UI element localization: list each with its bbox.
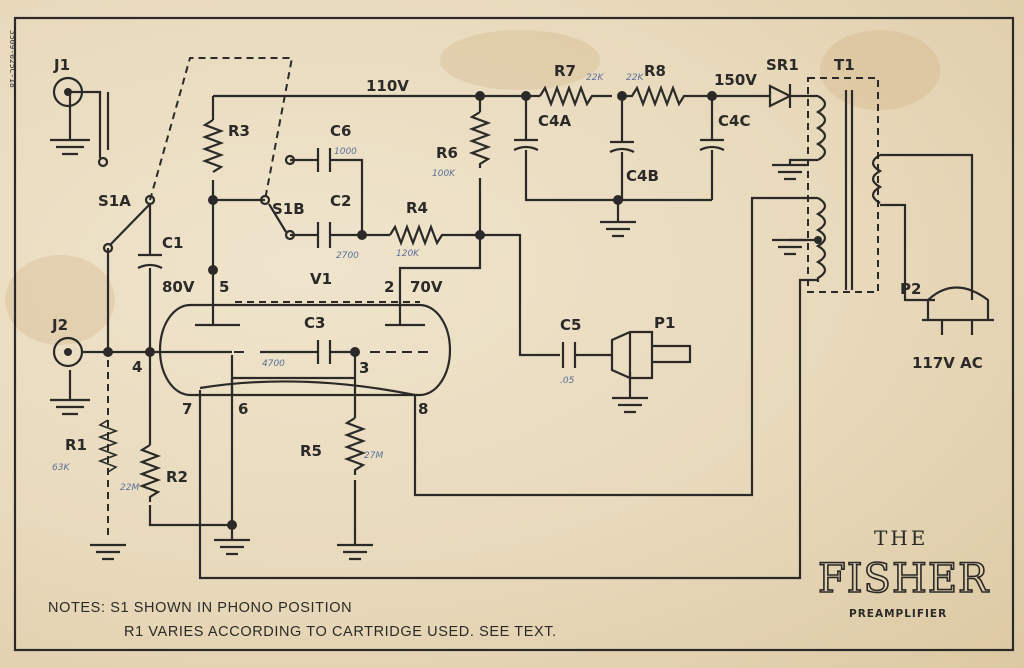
switch-linkage <box>107 57 879 540</box>
junction-dots <box>103 91 822 530</box>
label-p1: P1 <box>654 314 675 332</box>
sheet-border <box>13 16 1015 652</box>
pin-5: 5 <box>219 278 229 296</box>
r6-resistor <box>468 111 492 168</box>
voltage-70v: 70V <box>410 278 443 296</box>
voltage-110v: 110V <box>366 77 409 95</box>
label-c2: C2 <box>330 192 351 210</box>
label-c3: C3 <box>304 314 325 332</box>
c4b-capacitor <box>609 140 635 153</box>
label-117v-ac: 117V AC <box>912 354 983 372</box>
drawing-code: 3509-025C-18 <box>8 30 17 88</box>
r4-resistor <box>389 223 450 247</box>
value-r8: 22K <box>626 73 644 83</box>
jacks <box>52 76 109 368</box>
v1-tube <box>158 300 452 397</box>
label-r3: R3 <box>228 122 250 140</box>
label-sr1: SR1 <box>766 56 799 74</box>
label-r8: R8 <box>644 62 666 80</box>
value-c2: 2700 <box>336 251 359 261</box>
ground-symbols <box>50 138 808 561</box>
stain <box>820 30 940 110</box>
capacitors <box>137 138 725 368</box>
pin-2: 2 <box>384 278 394 296</box>
c2-capacitor <box>316 222 332 248</box>
r1-resistor <box>97 419 119 473</box>
label-v1: V1 <box>310 270 332 288</box>
sr1-rectifier <box>768 84 793 108</box>
notes-line-1: NOTES: S1 SHOWN IN PHONO POSITION <box>48 600 352 616</box>
label-t1: T1 <box>834 56 855 74</box>
label-j1: J1 <box>53 56 70 74</box>
voltage-80v: 80V <box>162 278 195 296</box>
r8-resistor <box>622 84 708 108</box>
label-j2: J2 <box>51 316 68 334</box>
value-c5: .05 <box>560 376 575 386</box>
value-r6: 100K <box>432 169 456 179</box>
r2-resistor <box>138 444 162 502</box>
wiring <box>68 92 974 580</box>
pin-8: 8 <box>418 400 428 418</box>
label-c5: C5 <box>560 316 581 334</box>
brand-the: THE <box>874 526 928 550</box>
label-r1: R1 <box>65 436 87 454</box>
label-p2: P2 <box>900 280 921 298</box>
resistors <box>97 84 708 502</box>
label-r2: R2 <box>166 468 188 486</box>
t1-transformer <box>815 90 883 290</box>
r5-resistor <box>343 417 367 475</box>
label-c4b: C4B <box>626 167 659 185</box>
c5-capacitor <box>561 342 577 368</box>
value-r1: 63K <box>52 463 70 473</box>
r7-resistor <box>539 84 612 108</box>
label-c6: C6 <box>330 122 351 140</box>
label-r4: R4 <box>406 199 428 217</box>
value-r5: 27M <box>364 451 383 461</box>
p1-phono-plug <box>610 330 692 380</box>
pin-3: 3 <box>359 359 369 377</box>
pin-6: 6 <box>238 400 248 418</box>
component-labels: J1 J2 S1A S1B R3 R6 R7 R8 R4 R1 R2 R5 C6… <box>51 56 983 486</box>
notes-line-2: R1 VARIES ACCORDING TO CARTRIDGE USED. S… <box>124 624 557 640</box>
r3-resistor <box>201 119 225 173</box>
handwritten-values: 63K 22M 120K 27M 100K 22K 22K 2700 4700 … <box>52 73 644 493</box>
label-c4a: C4A <box>538 112 571 130</box>
voltage-150v: 150V <box>714 71 757 89</box>
value-c6: 1000 <box>334 147 357 157</box>
c4a-capacitor <box>513 138 539 151</box>
value-r7: 22K <box>586 73 604 83</box>
p2-ac-plug <box>922 286 994 335</box>
switch-contacts <box>102 154 296 254</box>
c6-capacitor <box>316 148 332 172</box>
value-r4: 120K <box>396 249 420 259</box>
c3-capacitor <box>316 340 332 364</box>
c4c-capacitor <box>699 138 725 151</box>
brand-product: PREAMPLIFIER <box>849 608 947 620</box>
pin-4: 4 <box>132 358 142 376</box>
value-c3: 4700 <box>262 359 285 369</box>
c1-capacitor <box>137 253 163 269</box>
stain <box>440 30 600 90</box>
brand-name: FISHER <box>818 556 990 602</box>
label-s1a: S1A <box>98 192 131 210</box>
label-r6: R6 <box>436 144 458 162</box>
value-r2: 22M <box>120 483 139 493</box>
pin-7: 7 <box>182 400 192 418</box>
label-c1: C1 <box>162 234 183 252</box>
label-c4c: C4C <box>718 112 750 130</box>
stain <box>5 255 115 345</box>
label-r7: R7 <box>554 62 576 80</box>
label-r5: R5 <box>300 442 322 460</box>
label-s1b: S1B <box>272 200 305 218</box>
